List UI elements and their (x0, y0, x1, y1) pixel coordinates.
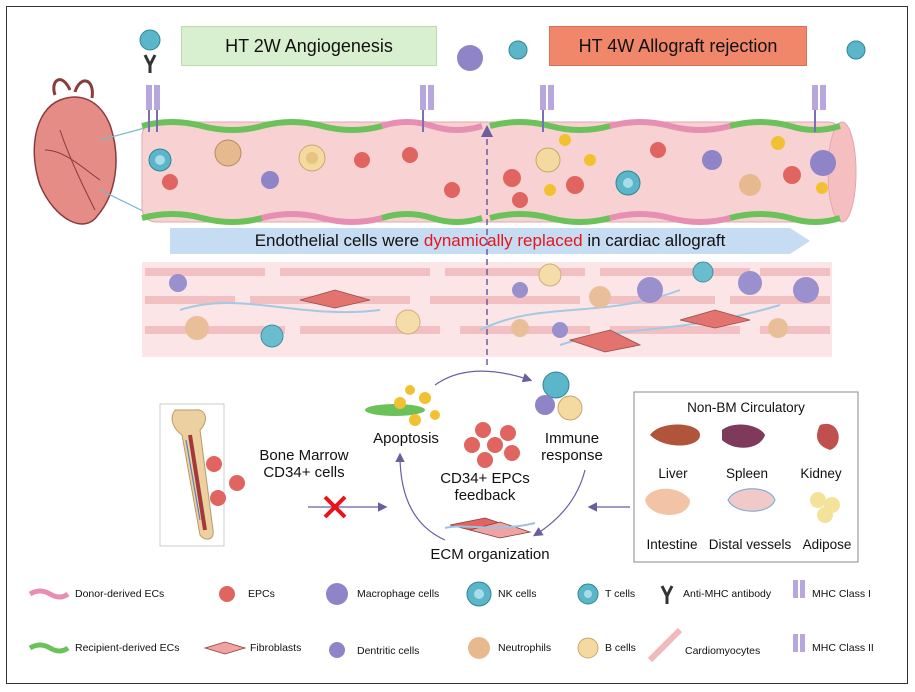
organ-kidney-label: Kidney (800, 466, 842, 481)
bone-marrow-label: Bone Marrow CD34+ cells (259, 447, 349, 481)
legend-epcs: EPCs (248, 588, 275, 600)
legend-recipient-ecs: Recipient-derived ECs (75, 642, 180, 654)
legend-neutrophils: Neutrophils (498, 642, 552, 654)
banner-arrow (170, 228, 810, 254)
mhc-receptors (139, 29, 866, 132)
liver-icon (650, 424, 700, 446)
bm-cell (206, 456, 222, 472)
cycle-arrows (395, 370, 586, 541)
legend-mhc1: MHC Class I (812, 588, 871, 600)
ecm-fibroblasts (444, 517, 536, 539)
legend-nk: NK cells (498, 588, 537, 600)
intestine-icon (645, 488, 690, 515)
spleen-icon (722, 424, 765, 448)
legend-icons (28, 580, 805, 663)
vessel-cells (148, 134, 836, 208)
organ-adipose-label: Adipose (802, 537, 852, 552)
distal-vessels-icon (727, 488, 776, 512)
bone-icon (171, 409, 214, 540)
phase-label-angiogenesis: HT 2W Angiogenesis (181, 26, 437, 66)
banner-text-before: Endothelial cells were (254, 231, 424, 250)
organ-icons (645, 423, 840, 523)
non-bm-box (633, 391, 859, 563)
legend-donor-ecs: Donor-derived ECs (75, 588, 165, 600)
organ-distal-vessels-label: Distal vessels (708, 537, 792, 552)
legend-b-cells: B cells (605, 642, 636, 654)
legend-mhc2: MHC Class II (812, 642, 874, 654)
legend-dendritic: Dentritic cells (357, 645, 420, 657)
legend-fibroblasts: Fibroblasts (250, 642, 302, 654)
apoptosis-label: Apoptosis (373, 430, 439, 447)
legend-anti-mhc: Anti-MHC antibody (683, 588, 772, 600)
heart-icon (33, 78, 117, 225)
epc-cluster (464, 422, 520, 468)
figure-frame (6, 6, 908, 684)
ecm-organization-label: ECM organization (430, 546, 550, 563)
bm-cell (229, 475, 245, 491)
immune-cells (535, 371, 583, 421)
epc-feedback-label: CD34+ EPCs feedback (440, 470, 530, 504)
bm-cell (210, 490, 226, 506)
non-bm-title: Non-BM Circulatory (687, 400, 805, 415)
blocked-x-icon (323, 495, 347, 519)
organ-liver-label: Liver (658, 466, 688, 481)
legend-t-cells: T cells (605, 588, 636, 600)
banner-text: Endothelial cells were dynamically repla… (170, 229, 810, 253)
phase-label-rejection: HT 4W Allograft rejection (549, 26, 807, 66)
organ-spleen-label: Spleen (725, 466, 769, 481)
banner-text-after: in cardiac allograft (582, 231, 726, 250)
immune-response-label: Immune response (541, 430, 603, 464)
kidney-icon (817, 423, 839, 450)
banner-text-highlight: dynamically replaced (423, 231, 583, 250)
legend-macrophage: Macrophage cells (357, 588, 440, 600)
blood-vessel (141, 119, 857, 225)
legend-cardiomyocytes: Cardiomyocytes (685, 645, 761, 657)
apoptosis-cells (365, 385, 440, 426)
organ-intestine-label: Intestine (646, 537, 698, 552)
